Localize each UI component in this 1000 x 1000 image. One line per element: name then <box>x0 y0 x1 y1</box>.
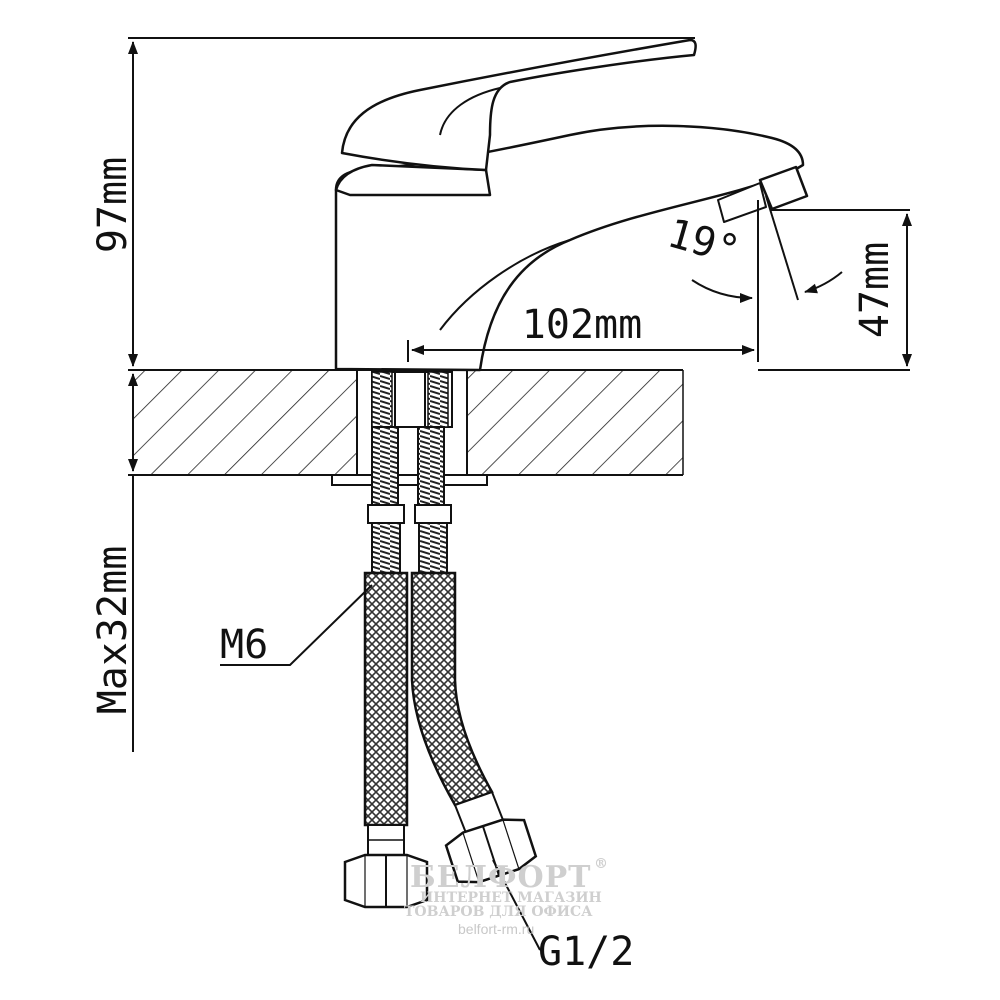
height-97mm-label: 97mm <box>90 157 136 253</box>
watermark: БЕЛФОРТ ® ИНТЕРНЕТ МАГАЗИН ТОВАРОВ ДЛЯ О… <box>404 856 608 937</box>
g12-connector-label: G1/2 <box>538 929 634 975</box>
inlet-shank <box>371 371 453 428</box>
max-32mm-label: Max32mm <box>90 546 136 715</box>
watermark-line2: ТОВАРОВ ДЛЯ ОФИСА <box>404 904 593 920</box>
reach-102mm-label: 102mm <box>522 302 642 348</box>
threaded-stud <box>371 426 445 508</box>
watermark-brand: БЕЛФОРТ <box>410 860 592 895</box>
left-hex-nut <box>343 853 429 909</box>
right-hex-nut <box>444 818 538 884</box>
watermark-url: belfort-rm.ru <box>458 921 534 937</box>
right-flex-hose <box>410 504 505 835</box>
dimension-lines <box>128 37 912 951</box>
height-47mm-label: 47mm <box>852 242 898 338</box>
faucet-body <box>334 38 809 372</box>
left-flex-hose <box>363 504 409 856</box>
watermark-registered: ® <box>594 856 608 872</box>
mounting-washer <box>331 474 488 486</box>
watermark-line1: ИНТЕРНЕТ МАГАЗИН <box>420 890 602 906</box>
m6-thread-label: M6 <box>220 622 268 668</box>
